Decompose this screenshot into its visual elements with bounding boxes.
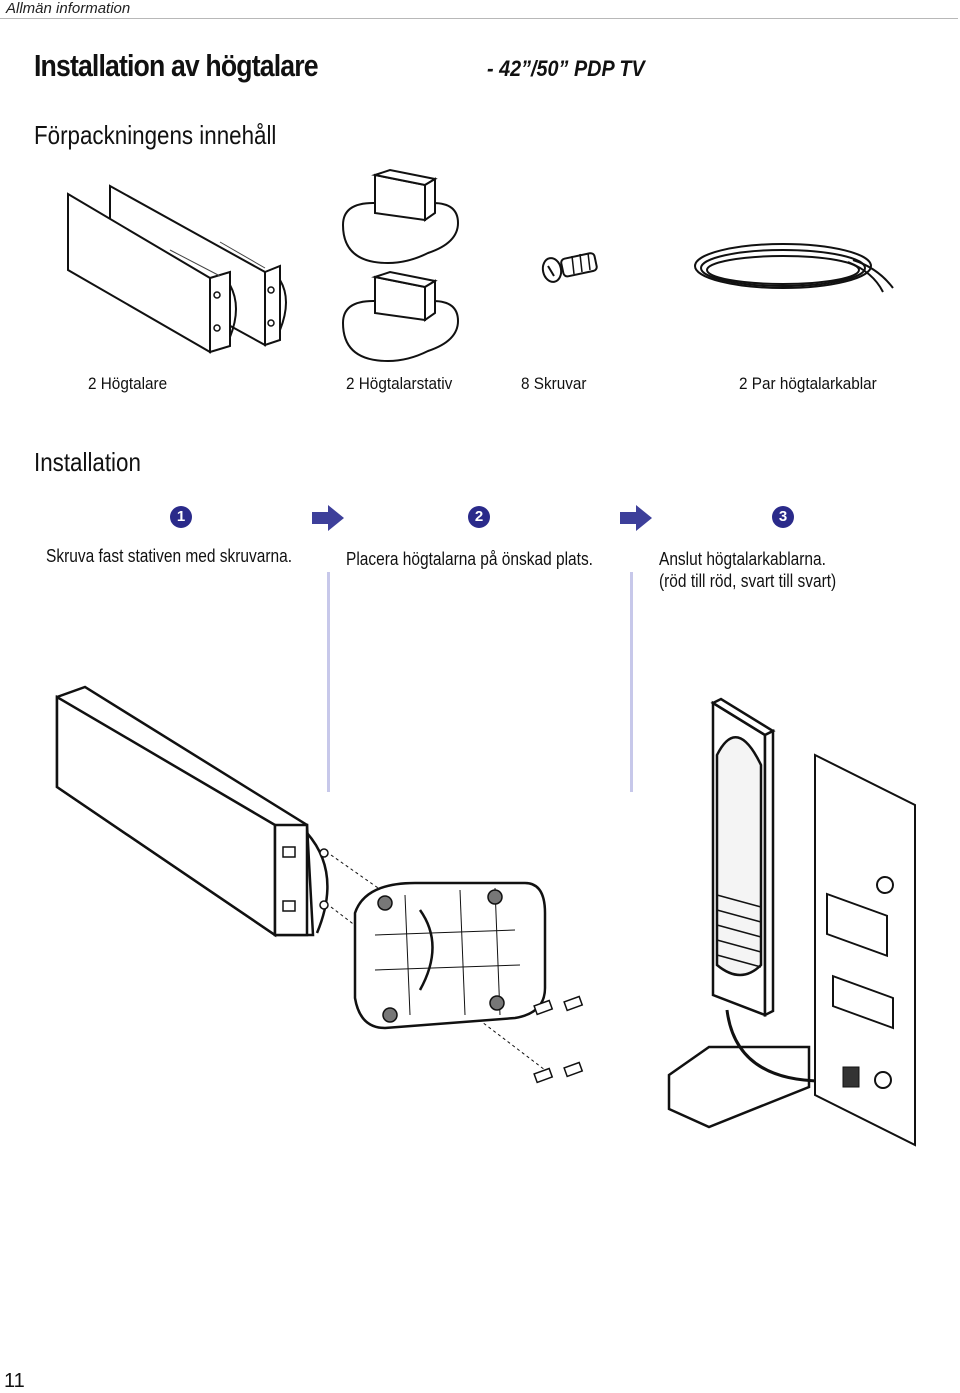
next-step-arrow-icon [620, 505, 652, 531]
header-rule [0, 18, 958, 19]
page-title: Installation av högtalare [34, 48, 319, 83]
speaker-cable-illustration [694, 243, 894, 293]
page-number: 11 [4, 1370, 25, 1392]
installation-heading: Installation [34, 447, 141, 477]
contents-item-label: 2 Högtalare [88, 374, 168, 393]
step-3-text: Anslut högtalarkablarna. [659, 549, 826, 569]
contents-item-label: 8 Skruvar [521, 374, 587, 393]
contents-item-label: 2 Högtalarstativ [346, 374, 453, 393]
running-header: Allmän information [6, 0, 131, 17]
speaker-stand-assembly-illustration [55, 685, 584, 1084]
step-divider [630, 572, 633, 792]
step-number-badge: 2 [468, 506, 490, 528]
step-number-badge: 3 [772, 506, 794, 528]
contents-item-label: 2 Par högtalarkablar [739, 374, 877, 393]
step-3-text-note: (röd till röd, svart till svart) [659, 571, 837, 591]
speaker-stand-illustration [341, 168, 460, 363]
speakers-illustration [67, 184, 287, 354]
step-1-text: Skruva fast stativen med skruvarna. [46, 546, 293, 566]
step-divider [327, 572, 330, 792]
next-step-arrow-icon [312, 505, 344, 531]
step-2-text: Placera högtalarna på önskad plats. [346, 549, 593, 569]
step-number-badge: 1 [170, 506, 192, 528]
contents-heading: Förpackningens innehåll [34, 120, 277, 150]
screw-illustration [541, 252, 598, 283]
speaker-connection-illustration [667, 697, 916, 1147]
model-label: - 42”/50” PDP TV [487, 56, 645, 81]
